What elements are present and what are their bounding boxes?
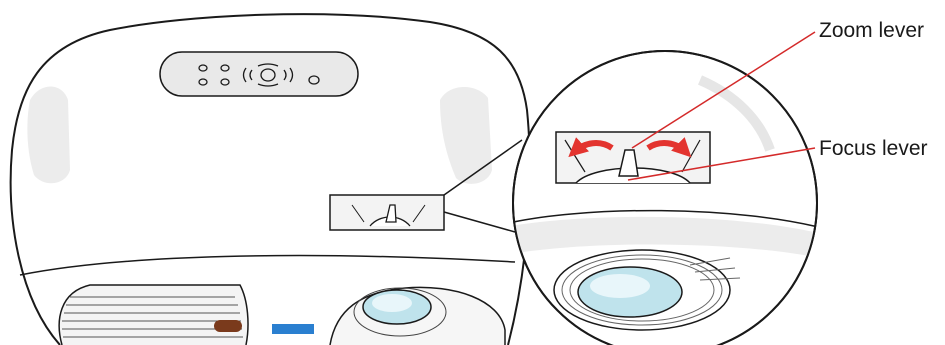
vent-grille bbox=[59, 285, 248, 345]
magnifier bbox=[500, 51, 830, 345]
lever-window-large bbox=[556, 132, 710, 183]
control-panel bbox=[160, 52, 358, 96]
projector-body bbox=[11, 14, 530, 345]
lever-window-small bbox=[330, 195, 444, 230]
focus-lever-label: Focus lever bbox=[819, 138, 928, 159]
release-tab bbox=[214, 320, 242, 332]
zoom-lever-label: Zoom lever bbox=[819, 20, 924, 41]
blue-label bbox=[272, 324, 314, 334]
left-grip bbox=[27, 87, 70, 184]
